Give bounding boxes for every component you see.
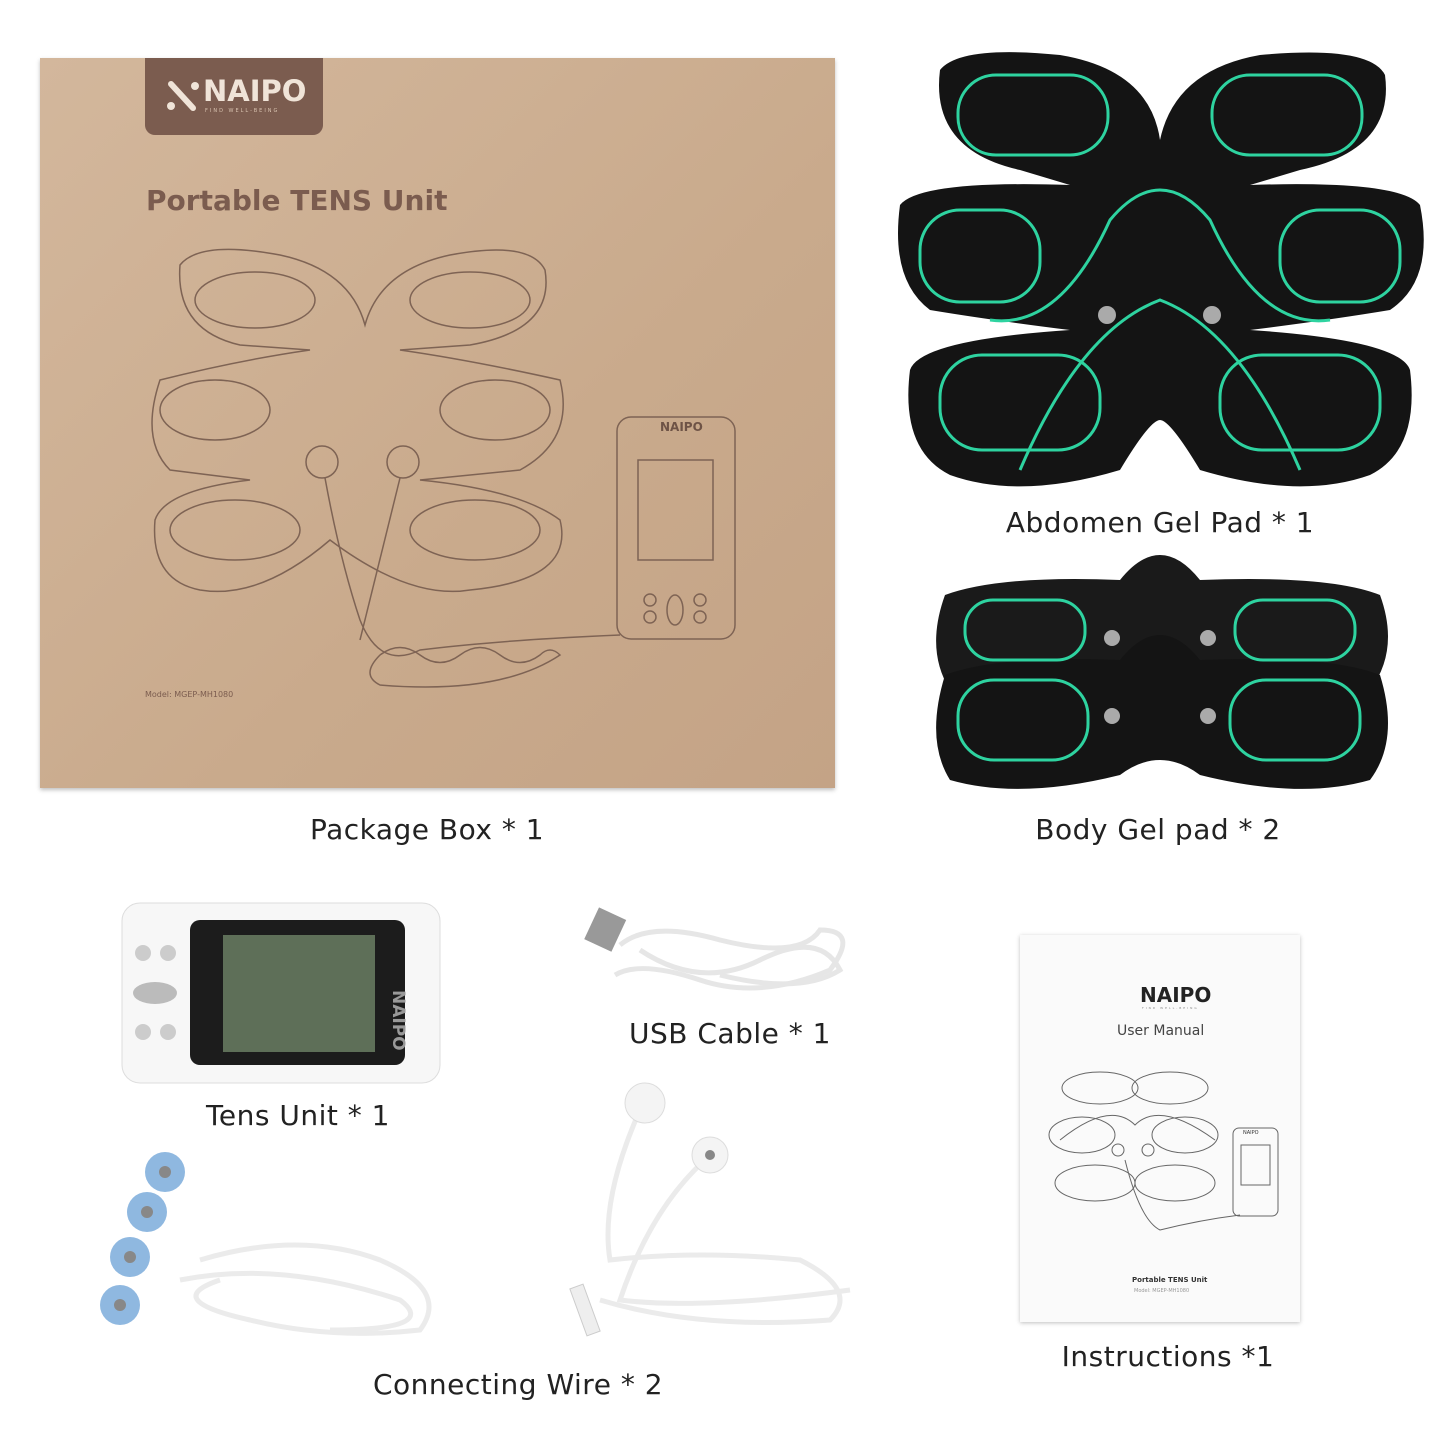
manual-tagline: FIND WELL-BEING <box>1142 1006 1199 1010</box>
box-model: Model: MGEP-MH1080 <box>145 690 234 699</box>
label-body-gel-pad: Body Gel pad * 2 <box>1035 813 1281 846</box>
label-abdomen-gel-pad: Abdomen Gel Pad * 1 <box>1005 506 1315 539</box>
box-device-brand: NAIPO <box>660 420 703 434</box>
label-tens-unit: Tens Unit * 1 <box>206 1099 390 1132</box>
box-brand: NAIPO <box>203 74 307 108</box>
manual-brand: NAIPO <box>1140 983 1212 1007</box>
manual-subtitle: User Manual <box>1117 1023 1205 1039</box>
manual-device-brand: NAIPO <box>1243 1130 1259 1136</box>
box-pad-drawing <box>151 248 736 688</box>
manual-footer-model: Model: MGEP-MH1080 <box>1134 1288 1190 1294</box>
manual-pad-drawing <box>1048 1071 1279 1231</box>
tens-unit-device <box>121 902 441 1084</box>
body-gel-pad <box>936 555 1388 789</box>
box-tagline: FIND WELL-BEING <box>205 108 280 114</box>
label-usb-cable: USB Cable * 1 <box>629 1017 831 1050</box>
label-connecting-wire: Connecting Wire * 2 <box>372 1368 664 1401</box>
naipo-logo-icon <box>167 81 199 111</box>
connecting-wire-blue <box>100 1152 432 1336</box>
box-logo-badge: NAIPO FIND WELL-BEING <box>145 58 323 135</box>
label-instructions: Instructions *1 <box>1061 1340 1275 1373</box>
box-title: Portable TENS Unit <box>146 184 448 217</box>
tens-unit-brand: NAIPO <box>388 990 408 1051</box>
usb-cable <box>584 907 846 991</box>
label-package-box: Package Box * 1 <box>309 813 545 846</box>
package-box <box>40 58 835 788</box>
connecting-wire-white <box>569 1082 851 1337</box>
abdomen-gel-pad <box>898 52 1424 487</box>
manual-footer-title: Portable TENS Unit <box>1132 1276 1208 1284</box>
